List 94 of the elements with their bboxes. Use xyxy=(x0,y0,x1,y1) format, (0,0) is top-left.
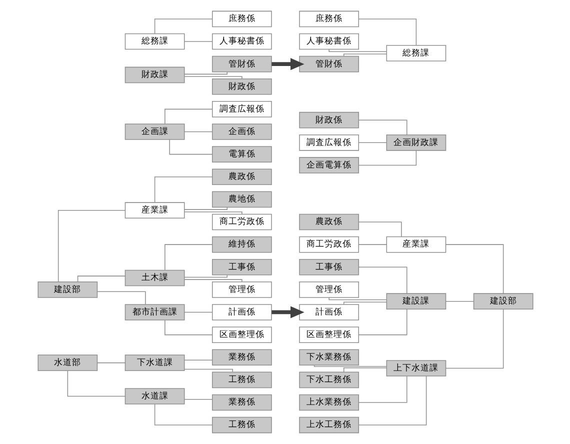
arrow xyxy=(271,306,304,318)
node-box: 産業課 xyxy=(386,236,446,253)
connector xyxy=(184,72,228,75)
connector xyxy=(358,266,407,294)
connector xyxy=(184,212,242,214)
node-box: 下水業務係 xyxy=(298,349,359,366)
connector xyxy=(358,142,386,144)
connector xyxy=(313,365,386,367)
node-box: 調査広報係 xyxy=(211,101,272,118)
connector xyxy=(154,404,212,426)
node-box: 財政係 xyxy=(298,112,359,128)
connector xyxy=(445,244,504,294)
node-box: 工務係 xyxy=(211,416,272,434)
connector xyxy=(154,18,212,34)
connector xyxy=(168,139,212,155)
connector xyxy=(328,297,386,300)
node-box: 下水工務係 xyxy=(298,372,359,388)
node-box: 管理係 xyxy=(298,282,359,298)
connector xyxy=(154,176,212,203)
connector xyxy=(445,300,474,302)
node-box: 農政係 xyxy=(211,168,272,186)
connector xyxy=(342,54,386,56)
connector xyxy=(358,150,416,166)
connector xyxy=(184,76,242,80)
node-box: 建設課 xyxy=(386,293,446,310)
node-box: 財政係 xyxy=(211,78,272,95)
node-box: 都市計画課 xyxy=(124,304,184,320)
node-box: 農政係 xyxy=(298,214,359,230)
node-box: 下水道課 xyxy=(124,354,184,371)
connector xyxy=(96,291,146,305)
connector xyxy=(184,131,212,132)
node-box: 産業課 xyxy=(124,202,184,218)
node-box: 管財係 xyxy=(298,56,359,72)
arrow xyxy=(271,58,304,70)
node-box: 商工労政係 xyxy=(298,236,359,253)
node-box: 管理係 xyxy=(211,282,272,298)
connector xyxy=(57,210,125,282)
connector xyxy=(164,244,212,270)
node-box: 業務係 xyxy=(211,394,272,411)
node-box: 企画課 xyxy=(124,124,184,140)
connector xyxy=(76,276,125,282)
node-box: 企画財政課 xyxy=(386,134,446,151)
node-box: 建設部 xyxy=(472,293,533,310)
connector xyxy=(96,362,126,364)
connector xyxy=(445,308,504,369)
node-box: 企画電算係 xyxy=(298,157,359,174)
node-box: 商工労政係 xyxy=(211,214,272,230)
connector xyxy=(184,312,212,313)
node-box: 工事係 xyxy=(211,258,272,276)
connector xyxy=(358,120,407,136)
node-box: 土木課 xyxy=(124,270,184,286)
node-box: 農地係 xyxy=(211,191,272,208)
node-box: 上下水道課 xyxy=(386,360,446,376)
node-box: 上水業務係 xyxy=(298,394,359,411)
connector xyxy=(164,108,212,124)
node-box: 総務課 xyxy=(124,33,184,50)
connector xyxy=(66,370,125,397)
connector xyxy=(358,376,426,426)
node-box: 総務課 xyxy=(386,45,446,62)
connector xyxy=(358,222,402,238)
node-box: 電算係 xyxy=(211,146,272,162)
node-box: 調査広報係 xyxy=(298,134,359,151)
node-box: 計画係 xyxy=(211,304,272,320)
connector xyxy=(358,376,407,403)
connector xyxy=(358,18,416,46)
node-box: 人事秘書係 xyxy=(298,33,359,50)
node-box: 庶務係 xyxy=(298,10,359,28)
node-box: 上水工務係 xyxy=(298,416,359,434)
connector xyxy=(184,279,242,282)
node-box: 庶務係 xyxy=(211,10,272,28)
node-box: 業務係 xyxy=(211,349,272,366)
connector xyxy=(184,398,212,400)
node-box: 工事係 xyxy=(298,258,359,276)
connector xyxy=(164,320,212,336)
node-box: 計画係 xyxy=(298,304,359,320)
node-box: 区画整理係 xyxy=(211,326,272,343)
node-box: 水道課 xyxy=(124,388,184,404)
node-box: 建設部 xyxy=(37,282,98,298)
node-box: 維持係 xyxy=(211,236,272,253)
connector xyxy=(342,302,386,305)
connector xyxy=(358,244,386,245)
node-box: 財政課 xyxy=(124,66,184,84)
node-box: 管財係 xyxy=(211,56,272,72)
connector xyxy=(342,367,386,372)
connector xyxy=(328,49,386,52)
connector xyxy=(184,274,228,278)
node-box: 区画整理係 xyxy=(298,326,359,343)
node-box: 人事秘書係 xyxy=(211,33,272,50)
connector xyxy=(184,207,228,210)
node-box: 企画係 xyxy=(211,124,272,140)
node-box: 水道部 xyxy=(37,354,98,371)
connector xyxy=(184,41,212,42)
node-box: 工務係 xyxy=(211,372,272,388)
connector xyxy=(358,309,407,336)
